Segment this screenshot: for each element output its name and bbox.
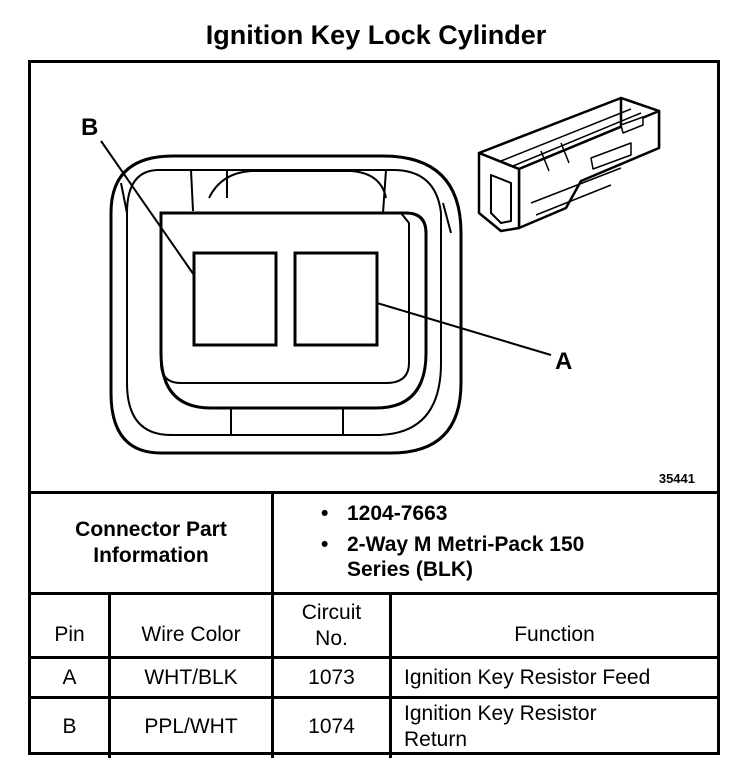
- connector-info-label: Connector Part Information: [31, 494, 271, 592]
- row-a-pin: A: [62, 665, 77, 689]
- row-b-circuit-no: 1074: [308, 715, 355, 738]
- connector-face-icon: [109, 154, 463, 455]
- header-circuit-no: Circuit No.: [274, 595, 389, 656]
- col-divider-2: [271, 592, 274, 758]
- table-top-rule: [31, 491, 717, 494]
- connector-type: 2-Way M Metri-Pack 150 Series (BLK): [347, 533, 585, 581]
- callout-a-label: A: [555, 348, 572, 375]
- col-divider-3: [389, 592, 392, 758]
- col-divider-1: [108, 592, 111, 758]
- connector-info-list: • 1204-7663 • 2-Way M Metri-Pack 150 Ser…: [321, 501, 597, 588]
- row-divider: [31, 696, 717, 699]
- callout-b-leader: [100, 140, 195, 276]
- diagram-title: Ignition Key Lock Cylinder: [205, 20, 547, 50]
- diagram-frame: B A 35441 Connector Part Information • 1…: [28, 60, 720, 758]
- callout-b-label: B: [81, 114, 98, 141]
- row-a-circuit-no: 1073: [308, 665, 355, 689]
- connector-illustration: B A: [31, 63, 717, 494]
- bullet-icon: •: [321, 533, 329, 556]
- connector-info-item: • 2-Way M Metri-Pack 150 Series (BLK): [321, 532, 597, 582]
- header-bottom-rule: [31, 656, 717, 659]
- info-divider: [271, 491, 274, 595]
- row-b-pin: B: [62, 715, 77, 738]
- header-top-rule: [31, 592, 717, 595]
- row-b-function-text: Ignition Key Resistor Return: [404, 702, 597, 751]
- connector-drawing: B A: [81, 96, 661, 455]
- row-b-function: Ignition Key Resistor Return: [392, 699, 717, 755]
- row-b-wire-color: PPL/WHT: [144, 715, 238, 738]
- row-a-wire-color: WHT/BLK: [144, 665, 238, 689]
- part-number: 1204-7663: [347, 502, 448, 525]
- connector-3d-icon: [477, 96, 661, 233]
- callout-leaders: [100, 140, 552, 356]
- header-wire-color: Wire Color: [141, 623, 241, 646]
- figure-number: 35441: [658, 471, 695, 486]
- connector-info-item: • 1204-7663: [321, 501, 597, 526]
- header-circuit-no-text: Circuit No.: [301, 600, 362, 650]
- header-function: Function: [514, 623, 595, 646]
- callout-a-leader: [376, 302, 552, 356]
- bullet-icon: •: [321, 502, 329, 525]
- row-a-function: Ignition Key Resistor Feed: [404, 665, 651, 689]
- header-pin: Pin: [54, 623, 85, 646]
- connector-info-text: Connector Part Information: [75, 518, 227, 567]
